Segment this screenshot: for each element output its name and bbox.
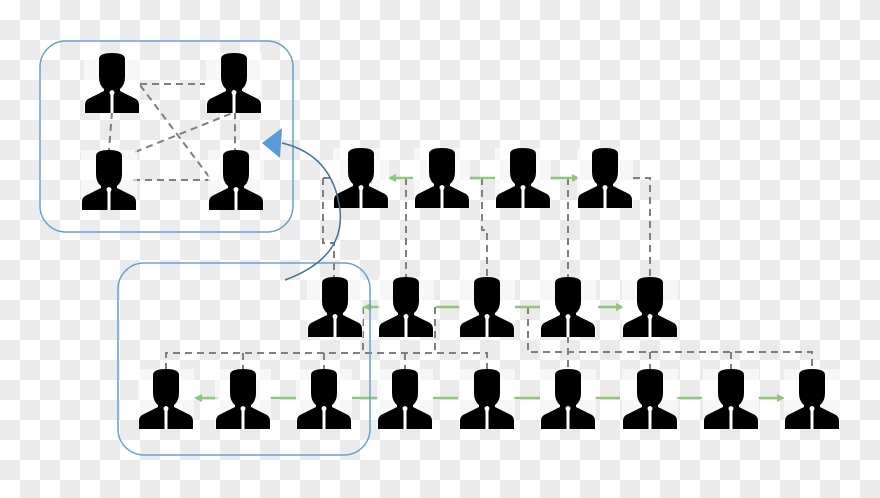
person-icon [622,369,678,429]
dashed-connector [165,352,488,370]
person-icon [622,277,678,337]
curved-arrow [281,142,342,281]
person-icon [577,148,633,208]
dashed-connectors [108,83,813,370]
dashed-connector [108,111,113,151]
person-icon [414,148,470,208]
person-icon [84,53,140,113]
dashed-connector [481,178,488,279]
person-icon [703,369,759,429]
arrowhead-icon [262,128,282,158]
person-icon [81,150,137,210]
people [81,53,840,429]
bottom-left-group-box [117,262,371,456]
green-arrows [194,174,785,402]
person-icon [459,369,515,429]
person-icon [215,369,271,429]
dashed-connector [322,177,335,279]
person-icon [206,53,262,113]
top-left-group-box [39,40,294,233]
person-icon [378,277,434,337]
person-icon [208,150,264,210]
dashed-connector [134,110,236,153]
person-icon [540,369,596,429]
person-icon [138,369,194,429]
person-icon [307,277,363,337]
person-icon [333,148,389,208]
dashed-connector [527,307,813,370]
person-icon [459,277,515,337]
dashed-connector [139,84,211,179]
person-icon [377,369,433,429]
person-icon [296,369,352,429]
dashed-connector [633,177,651,279]
person-icon [784,369,840,429]
person-icon [540,277,596,337]
person-icon [495,148,551,208]
